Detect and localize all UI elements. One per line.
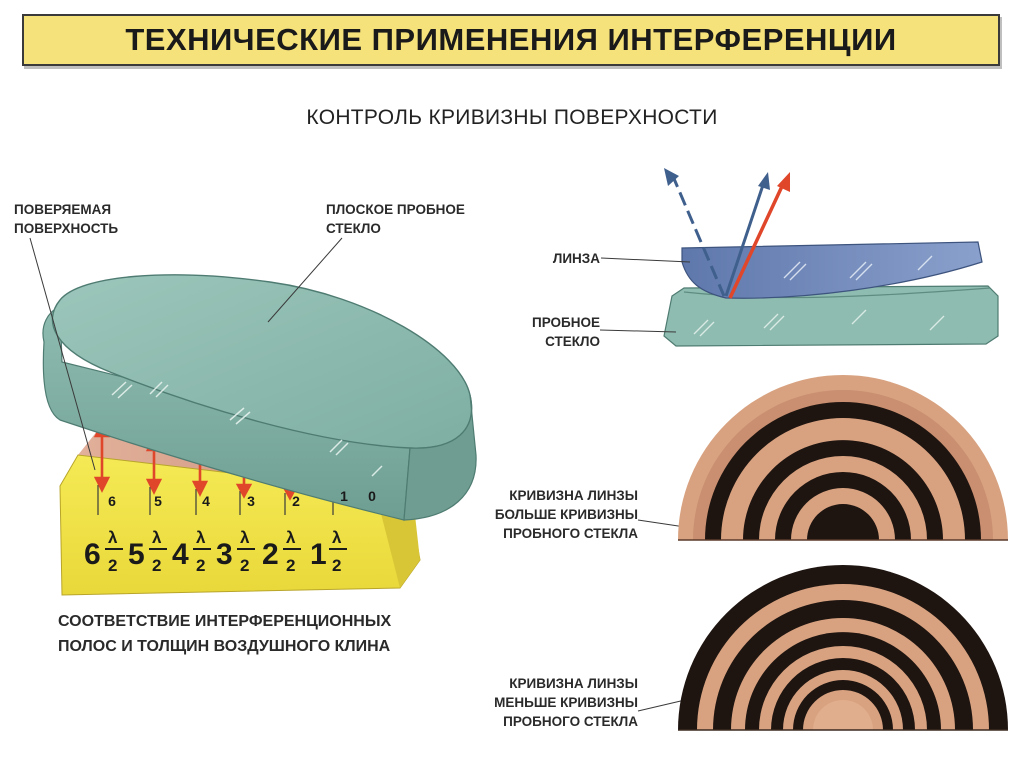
lens-reflections <box>783 255 933 281</box>
label-line: ПОВЕРХНОСТЬ <box>14 221 119 236</box>
label-line: БОЛЬШЕ КРИВИЗНЫ <box>494 507 638 522</box>
label-line: ПЛОСКОЕ ПРОБНОЕ <box>326 202 465 217</box>
fringe-ring <box>807 504 879 540</box>
plate-reflections <box>693 309 945 337</box>
label-tested-surface: ПОВЕРЯЕМАЯ ПОВЕРХНОСТЬ <box>14 200 118 238</box>
label-lens: ЛИНЗА <box>552 251 600 266</box>
thickness-mark: 5 λ 2 <box>128 528 167 575</box>
title-banner: ТЕХНИЧЕСКИЕ ПРИМЕНЕНИЯ ИНТЕРФЕРЕНЦИИ <box>22 14 1000 66</box>
right-leader-lines <box>599 257 691 712</box>
lambda-symbol: λ <box>108 528 118 547</box>
fringe-guide-lines <box>97 485 334 515</box>
label-curvature-greater: КРИВИЗНА ЛИНЗЫ БОЛЬШЕ КРИВИЗНЫ ПРОБНОГО … <box>460 486 638 543</box>
label-line: ПРОБНОГО СТЕКЛА <box>503 714 638 729</box>
lambda-symbol: λ <box>240 528 250 547</box>
page-title: ТЕХНИЧЕСКИЕ ПРИМЕНЕНИЯ ИНТЕРФЕРЕНЦИИ <box>125 22 897 57</box>
glass-reflections <box>111 381 383 477</box>
thickness-den: 2 <box>108 556 117 575</box>
lambda-symbol: λ <box>196 528 206 547</box>
label-line: МЕНЬШЕ КРИВИЗНЫ <box>494 695 638 710</box>
fringe-number: 4 <box>202 493 210 509</box>
thickness-coef: 3 <box>216 538 233 571</box>
fringe-pattern-greater <box>678 375 1008 541</box>
thickness-den: 2 <box>196 556 205 575</box>
caption-line: СООТВЕТСТВИЕ ИНТЕРФЕРЕНЦИОННЫХ <box>58 613 392 630</box>
thickness-mark: 2 λ 2 <box>262 528 301 575</box>
fringe-number: 5 <box>154 493 162 509</box>
label-line: СТЕКЛО <box>545 334 600 349</box>
label-line: КРИВИЗНА ЛИНЗЫ <box>509 488 638 503</box>
thickness-coef: 6 <box>84 538 101 571</box>
thickness-coef: 1 <box>310 538 327 571</box>
fringe-number: 6 <box>108 493 116 509</box>
fringe-number: 2 <box>292 493 300 509</box>
left-leader-lines <box>29 237 343 471</box>
lens-shape <box>681 241 983 299</box>
fringe-number: 0 <box>368 488 376 504</box>
thickness-coef: 4 <box>172 538 189 571</box>
thickness-coef: 2 <box>262 538 279 571</box>
lambda-symbol: λ <box>152 528 162 547</box>
thickness-den: 2 <box>332 556 341 575</box>
thickness-den: 2 <box>240 556 249 575</box>
thickness-mark: 4 λ 2 <box>172 528 211 575</box>
light-rays <box>664 168 790 299</box>
thickness-den: 2 <box>286 556 295 575</box>
label-line: ПРОБНОГО СТЕКЛА <box>503 526 638 541</box>
fringe-ring <box>813 700 873 730</box>
thickness-mark: 1 λ 2 <box>310 528 347 575</box>
label-line: КРИВИЗНА ЛИНЗЫ <box>509 676 638 691</box>
label-line: ПРОБНОЕ <box>532 315 600 330</box>
fringe-number-labels: 6 5 4 3 2 1 0 <box>108 488 376 509</box>
thickness-mark: 6 λ 2 <box>84 528 123 575</box>
fringe-pattern-less <box>678 565 1008 731</box>
flat-glass-edge <box>403 394 477 521</box>
thickness-mark: 3 λ 2 <box>216 528 255 575</box>
thickness-den: 2 <box>152 556 161 575</box>
subtitle: КОНТРОЛЬ КРИВИЗНЫ ПОВЕРХНОСТИ <box>306 106 718 129</box>
thickness-fractions: 6 λ 2 5 λ 2 4 λ 2 3 λ 2 2 λ 2 <box>84 528 347 575</box>
fringe-number: 1 <box>340 488 348 504</box>
label-curvature-less: КРИВИЗНА ЛИНЗЫ МЕНЬШЕ КРИВИЗНЫ ПРОБНОГО … <box>460 674 638 731</box>
lambda-symbol: λ <box>286 528 296 547</box>
label-flat-glass: ПЛОСКОЕ ПРОБНОЕ СТЕКЛО <box>326 200 465 238</box>
lambda-symbol: λ <box>332 528 342 547</box>
fringe-number: 3 <box>247 493 255 509</box>
thickness-coef: 5 <box>128 538 145 571</box>
label-test-glass: ПРОБНОЕ СТЕКЛО <box>500 313 600 351</box>
caption-line: ПОЛОС И ТОЛЩИН ВОЗДУШНОГО КЛИНА <box>58 638 391 655</box>
label-line: ПОВЕРЯЕМАЯ <box>14 202 112 217</box>
wedge-caption: СООТВЕТСТВИЕ ИНТЕРФЕРЕНЦИОННЫХ ПОЛОС И Т… <box>58 609 391 659</box>
label-line: СТЕКЛО <box>326 221 381 236</box>
